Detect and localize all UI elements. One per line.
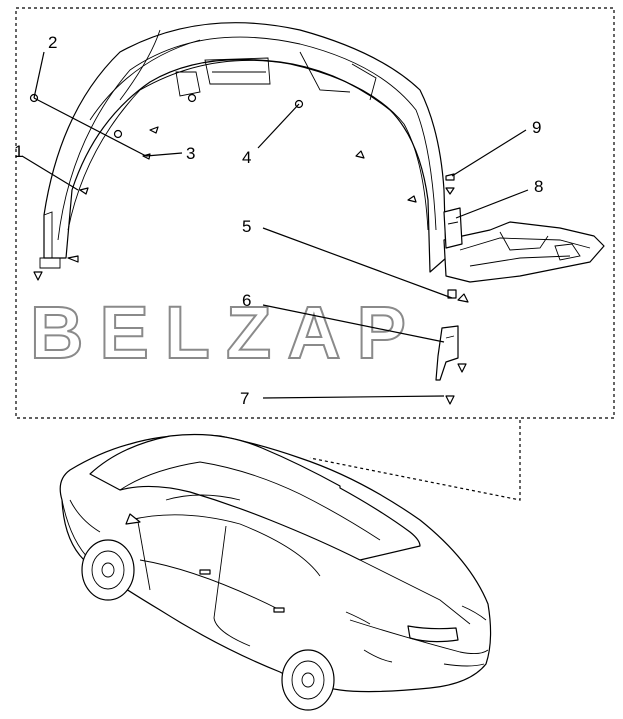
callout-1: 1 (14, 142, 23, 161)
rear-splash-extension (443, 221, 605, 283)
callout-8: 8 (534, 177, 543, 196)
callout-3: 3 (186, 144, 195, 163)
callout-4: 4 (242, 148, 251, 167)
callout-labels: 1 2 3 4 5 6 7 8 9 (14, 33, 543, 408)
watermark: BELZAP (30, 291, 422, 374)
frame-to-car-leader (309, 420, 521, 501)
callout-6: 6 (242, 291, 251, 310)
mud-guard-piece (435, 325, 459, 381)
callout-leaders (21, 51, 529, 399)
bracket (443, 207, 463, 249)
callout-2: 2 (48, 33, 57, 52)
callout-5: 5 (242, 217, 251, 236)
callout-9: 9 (532, 118, 541, 137)
car-illustration (59, 433, 492, 711)
callout-7: 7 (240, 389, 249, 408)
fender-liner (39, 22, 447, 273)
